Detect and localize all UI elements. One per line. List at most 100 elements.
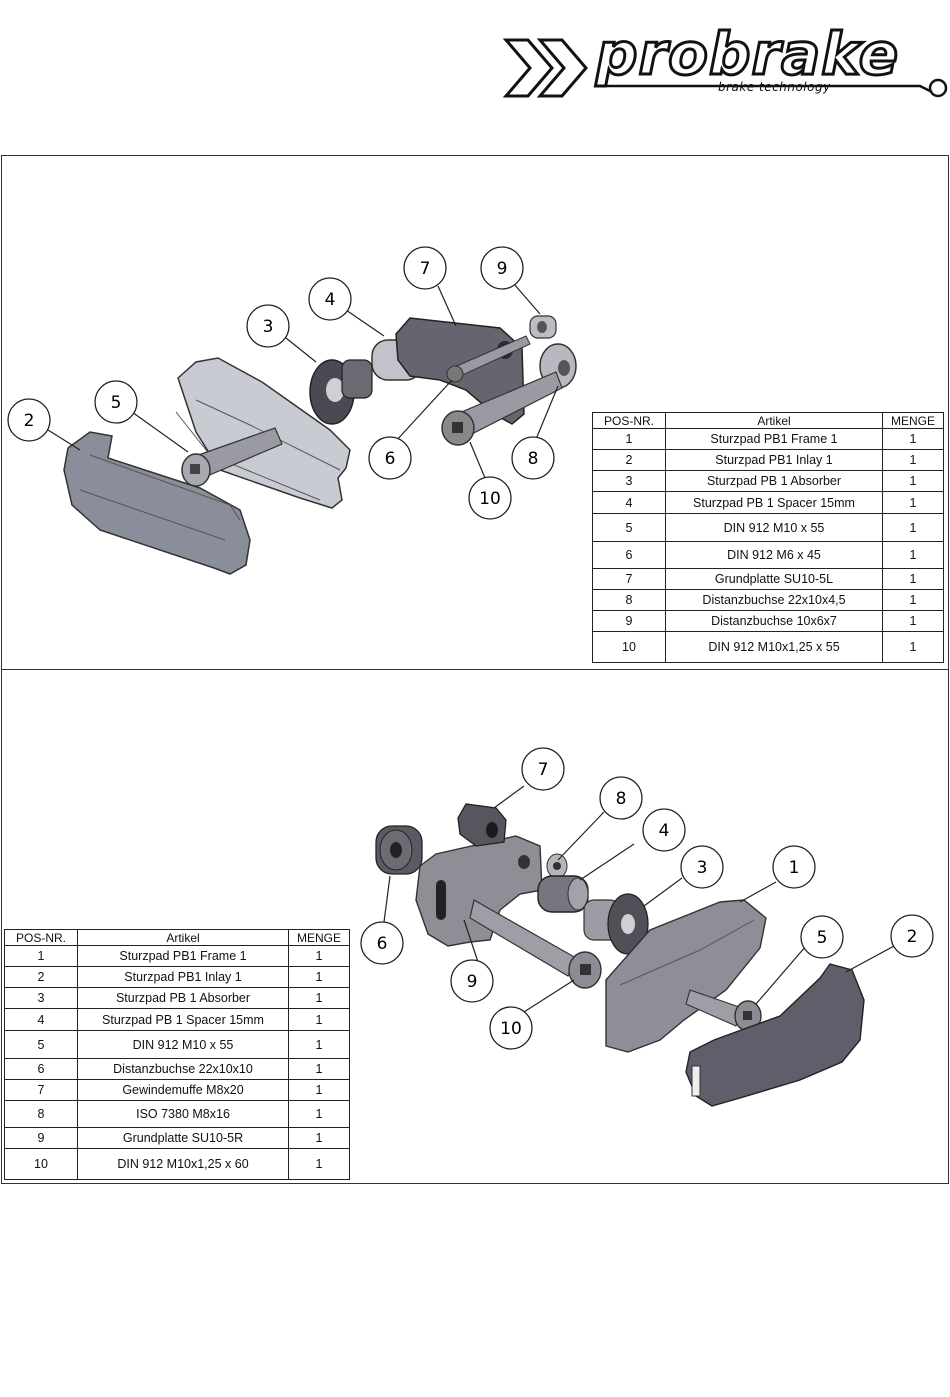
- cell-article: DIN 912 M10x1,25 x 55: [665, 631, 883, 663]
- balloon-4: 4: [308, 277, 352, 321]
- cell-article: Gewindemuffe M8x20: [77, 1079, 289, 1101]
- balloon-4-label: 4: [659, 821, 670, 841]
- assembly-panel-right: [1, 669, 949, 1184]
- cell-pos: 1: [4, 945, 78, 967]
- cell-qty: 1: [288, 966, 350, 988]
- cell-article: DIN 912 M10 x 55: [665, 513, 883, 542]
- absorber-part: [309, 359, 373, 425]
- cell-article: Sturzpad PB 1 Absorber: [665, 470, 883, 492]
- inlay-part: [63, 431, 251, 575]
- cell-qty: 1: [288, 1008, 350, 1031]
- cell-article: Sturzpad PB 1 Spacer 15mm: [77, 1008, 289, 1031]
- balloon-3-label: 3: [263, 317, 274, 337]
- cell-article: Grundplatte SU10-5L: [665, 568, 883, 590]
- balloon-7: 7: [521, 747, 565, 791]
- cell-qty: 1: [288, 1058, 350, 1080]
- sleeve-nut-part: [457, 803, 507, 847]
- balloon-9: 9: [480, 246, 524, 290]
- balloon-2-label: 2: [907, 927, 918, 947]
- cell-article: ISO 7380 M8x16: [77, 1100, 289, 1128]
- balloon-2-label: 2: [24, 411, 35, 431]
- brake-line-icon: [596, 78, 948, 98]
- header-qty: MENGE: [288, 929, 350, 946]
- cell-pos: 3: [4, 987, 78, 1009]
- cell-pos: 8: [4, 1100, 78, 1128]
- bolt-m6-part: [446, 335, 531, 383]
- brand-name: probrake: [594, 20, 900, 88]
- leader-lines-right: [383, 785, 895, 1013]
- cell-pos: 2: [4, 966, 78, 988]
- bolt-m10x125-part: [441, 371, 563, 446]
- balloon-7-label: 7: [538, 760, 549, 780]
- balloon-3: 3: [246, 304, 290, 348]
- balloon-4: 4: [642, 808, 686, 852]
- balloon-7: 7: [403, 246, 447, 290]
- balloon-1: 1: [772, 845, 816, 889]
- cell-qty: 1: [882, 470, 944, 492]
- cell-article: Distanzbuchse 22x10x10: [77, 1058, 289, 1080]
- chevron-logo-icon: [502, 38, 588, 98]
- balloon-5: 5: [94, 380, 138, 424]
- header-pos: POS-NR.: [4, 929, 78, 946]
- balloon-7-label: 7: [420, 259, 431, 279]
- cell-pos: 10: [4, 1148, 78, 1180]
- balloon-1-label: 1: [789, 858, 800, 878]
- inlay-part: [685, 963, 865, 1107]
- balloon-8-label: 8: [528, 449, 539, 469]
- balloon-10: 10: [468, 476, 512, 520]
- balloon-10-label: 10: [500, 1019, 522, 1039]
- balloon-8-label: 8: [616, 789, 627, 809]
- balloon-10: 10: [489, 1006, 533, 1050]
- bush-large-part: [375, 825, 423, 875]
- bush-small-part: [529, 315, 557, 339]
- cell-qty: 1: [288, 1148, 350, 1180]
- cell-pos: 4: [4, 1008, 78, 1031]
- cell-qty: 1: [288, 1127, 350, 1149]
- balloon-9-label: 9: [467, 972, 478, 992]
- cell-pos: 9: [4, 1127, 78, 1149]
- cell-qty: 1: [288, 945, 350, 967]
- header-article: Artikel: [77, 929, 289, 946]
- table-header-row: POS-NR. Artikel MENGE: [4, 929, 350, 946]
- cell-article: DIN 912 M10 x 55: [77, 1030, 289, 1059]
- cell-pos: 6: [4, 1058, 78, 1080]
- balloon-5: 5: [800, 915, 844, 959]
- balloon-2: 2: [7, 398, 51, 442]
- bolt-m10-part: [685, 989, 762, 1032]
- brand-logo: probrake brake technology: [500, 18, 950, 110]
- balloon-9-label: 9: [497, 259, 508, 279]
- cell-article: Sturzpad PB1 Inlay 1: [77, 966, 289, 988]
- cell-article: Sturzpad PB1 Frame 1: [77, 945, 289, 967]
- balloon-6-label: 6: [385, 449, 396, 469]
- balloon-4-label: 4: [325, 290, 336, 310]
- bolt-m10-part: [181, 427, 283, 487]
- cell-article: DIN 912 M10x1,25 x 60: [77, 1148, 289, 1180]
- balloon-6-label: 6: [377, 934, 388, 954]
- cell-qty: 1: [288, 1079, 350, 1101]
- balloon-8: 8: [511, 436, 555, 480]
- bolt-m10x125-part: [469, 899, 602, 989]
- balloon-9: 9: [450, 959, 494, 1003]
- base-plate-part: [415, 835, 543, 947]
- absorber-part: [583, 893, 649, 955]
- balloon-6: 6: [368, 436, 412, 480]
- cell-qty: 1: [882, 541, 944, 569]
